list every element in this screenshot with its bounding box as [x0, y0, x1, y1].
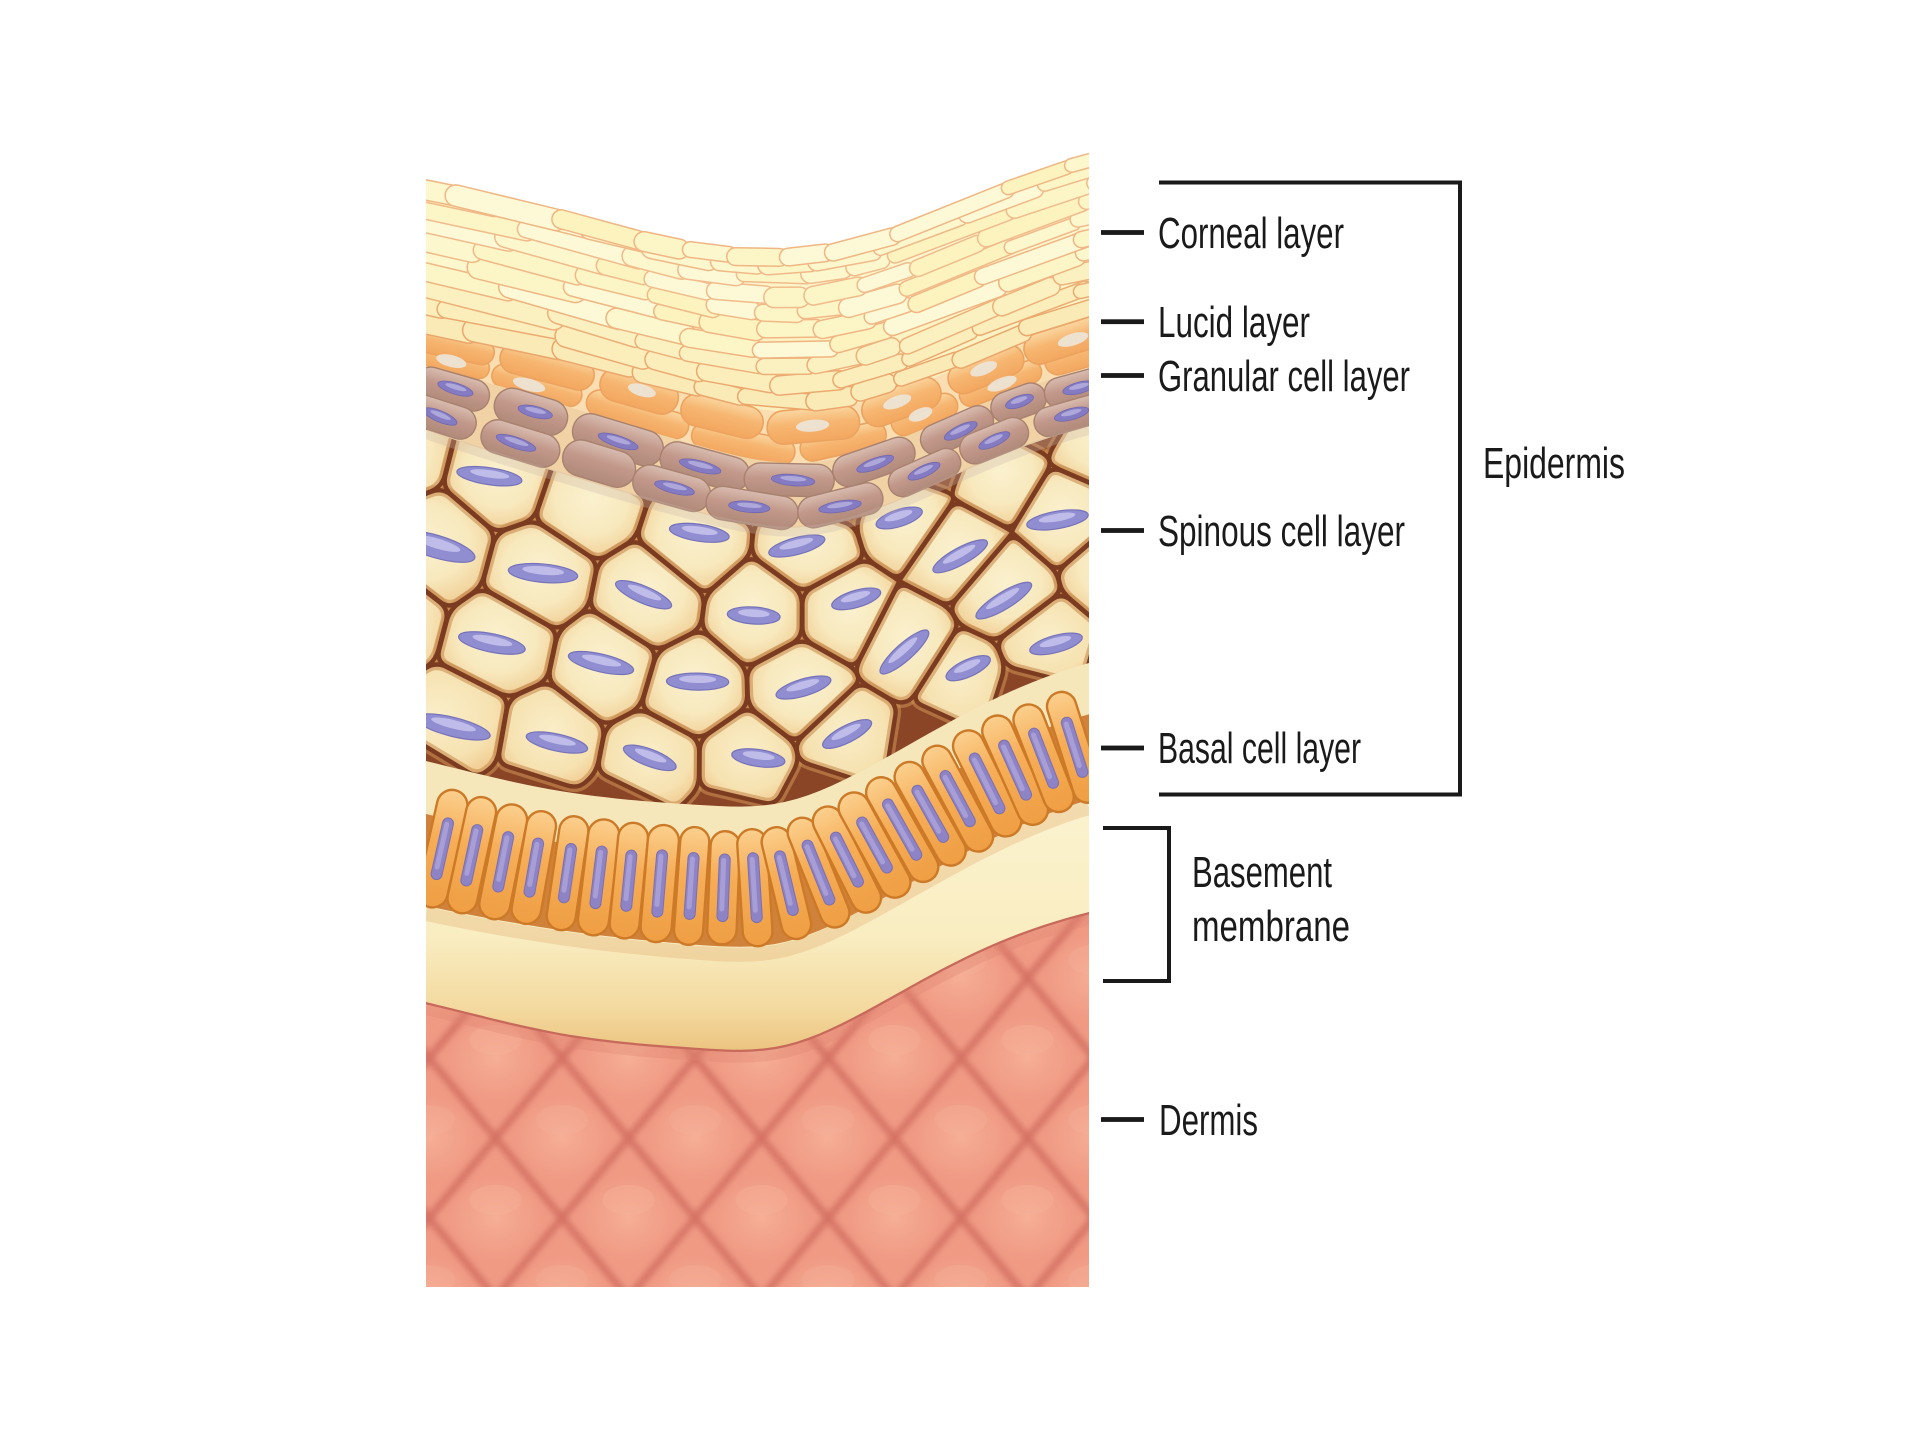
svg-text:Dermis: Dermis [1159, 1097, 1258, 1145]
svg-text:Epidermis: Epidermis [1483, 440, 1625, 488]
svg-text:Basal cell layer: Basal cell layer [1158, 725, 1361, 773]
svg-text:Spinous cell layer: Spinous cell layer [1158, 508, 1405, 556]
svg-text:Granular cell layer: Granular cell layer [1158, 353, 1410, 401]
svg-text:membrane: membrane [1192, 903, 1350, 951]
svg-text:Basement: Basement [1192, 849, 1332, 897]
svg-text:Corneal layer: Corneal layer [1158, 210, 1344, 258]
svg-text:Lucid layer: Lucid layer [1158, 299, 1310, 347]
